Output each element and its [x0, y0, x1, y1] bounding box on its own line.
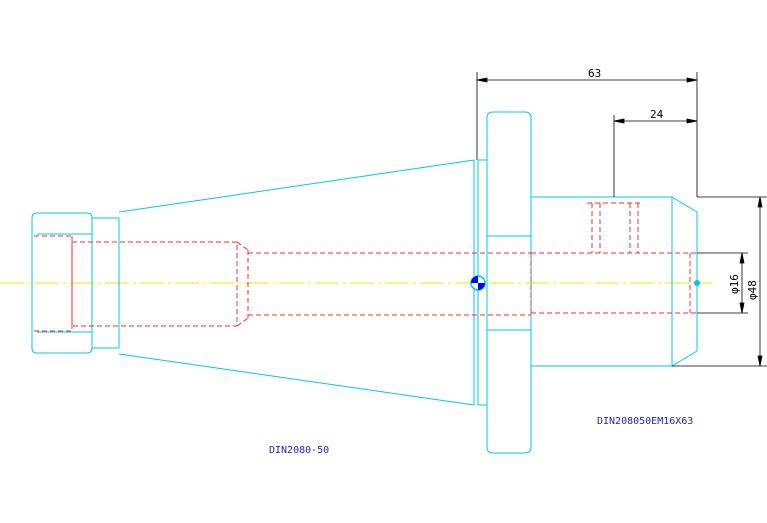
taper-bottom-edge	[118, 353, 475, 406]
tool-holder-outline	[31, 111, 698, 454]
nose-point-icon	[694, 280, 700, 286]
dimension-lines	[476, 72, 767, 367]
flange-outline	[486, 111, 532, 454]
collar-outline	[31, 212, 93, 354]
dim-dia-outer: φ48	[746, 280, 759, 300]
neck-outline	[92, 217, 120, 349]
part-label-right: DIN208050EM16X63	[597, 416, 693, 427]
dim-length-total: 63	[588, 67, 601, 80]
dim-dia-bore: φ16	[728, 274, 741, 294]
pull-stud-bore	[71, 241, 238, 327]
taper-top-edge	[118, 159, 475, 213]
hidden-features	[34, 202, 697, 332]
nose-chamfer-bottom	[671, 350, 698, 367]
nose-chamfer-top	[671, 196, 698, 213]
part-label-left: DIN2080-50	[269, 445, 329, 456]
dim-length-step: 24	[650, 108, 664, 121]
center-mark-icon	[470, 275, 486, 291]
